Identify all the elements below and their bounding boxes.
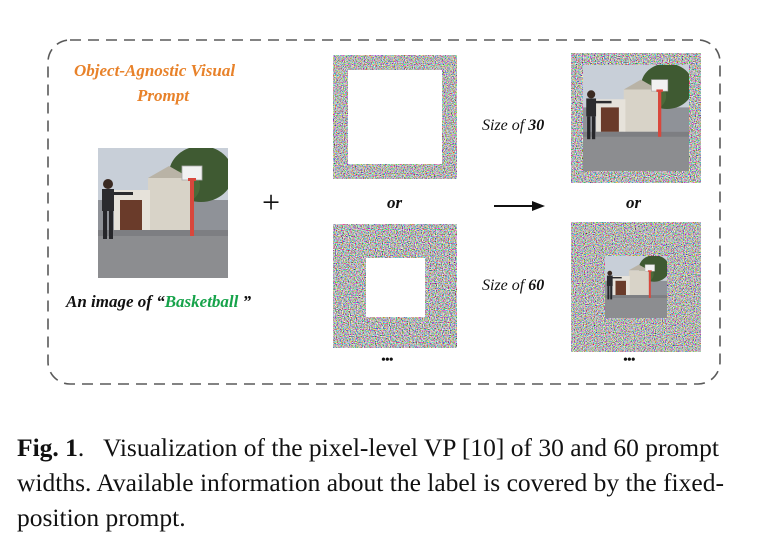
class-name: Basketball [164,292,239,311]
prompt-size-30 [333,55,457,179]
figure: Object-Agnostic Visual Prompt + An image… [47,39,721,385]
size-30-value: 30 [528,117,545,134]
title-line-1: Object-Agnostic Visual [74,61,236,80]
arrow-icon [494,201,545,211]
title-line-2: Prompt [137,86,189,105]
ellipsis-left: ••• [381,353,394,368]
caption-text: . Visualization of the pixel-level VP [1… [17,433,726,532]
size-60-prefix: Size of [482,277,525,294]
caption-label: Fig. 1 [17,433,78,462]
close-quote: ” [242,292,252,311]
image-caption-text: An image of “Basketball ” [66,292,251,312]
open-quote: “ [156,292,165,311]
size-60-value: 60 [528,277,545,294]
or-left: or [387,193,403,212]
size-30-prefix: Size of [482,117,525,134]
dashed-border [47,39,721,385]
ellipsis-right: ••• [623,353,636,368]
figure-caption: Fig. 1. Visualization of the pixel-level… [17,430,757,535]
plus-symbol: + [262,184,281,220]
size-30-label: Size of 30 [482,117,544,135]
prompt-size-60 [333,224,457,348]
or-right: or [626,193,642,212]
image-caption-prefix: An image of [66,292,152,311]
figure-canvas [47,39,721,385]
result-size-60 [571,222,701,352]
size-60-label: Size of 60 [482,277,544,295]
result-size-30 [571,53,701,183]
input-image [98,148,228,278]
